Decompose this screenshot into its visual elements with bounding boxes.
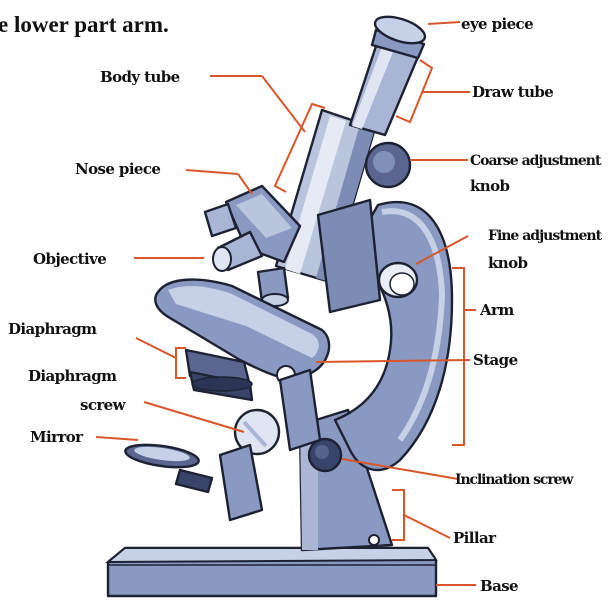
label-fine-adjustment-knob: Fine adjustment (488, 228, 603, 244)
label-body-tube: Body tube (100, 68, 180, 86)
label-inclination-screw: Inclination screw (455, 472, 574, 488)
label-diaphragm-screw-2: screw (80, 396, 127, 414)
coarse-adjustment-knob-shape (366, 143, 410, 187)
heading-text: e lower part arm. (0, 12, 169, 37)
label-coarse-adjustment-knob-2: knob (470, 177, 510, 195)
label-diaphragm: Diaphragm (8, 320, 97, 338)
arm-bracket (452, 268, 464, 445)
label-nose-piece: Nose piece (75, 160, 160, 178)
mirror-shape (124, 441, 262, 520)
label-stage: Stage (473, 351, 518, 369)
diaphragm-bracket (176, 348, 186, 378)
label-base: Base (480, 577, 518, 595)
label-pillar: Pillar (453, 529, 497, 547)
label-objective: Objective (33, 250, 106, 268)
label-fine-adjustment-knob-2: knob (488, 254, 528, 272)
label-mirror: Mirror (30, 428, 84, 446)
label-arm: Arm (479, 301, 514, 319)
fine-adjustment-knob-shape (379, 263, 417, 297)
label-diaphragm-screw: Diaphragm (28, 367, 117, 385)
base-shape (108, 548, 436, 596)
label-coarse-adjustment-knob: Coarse adjustment (470, 153, 602, 169)
label-draw-tube: Draw tube (472, 83, 553, 101)
label-eye-piece: eye piece (461, 15, 533, 33)
pillar-bracket (392, 490, 404, 540)
